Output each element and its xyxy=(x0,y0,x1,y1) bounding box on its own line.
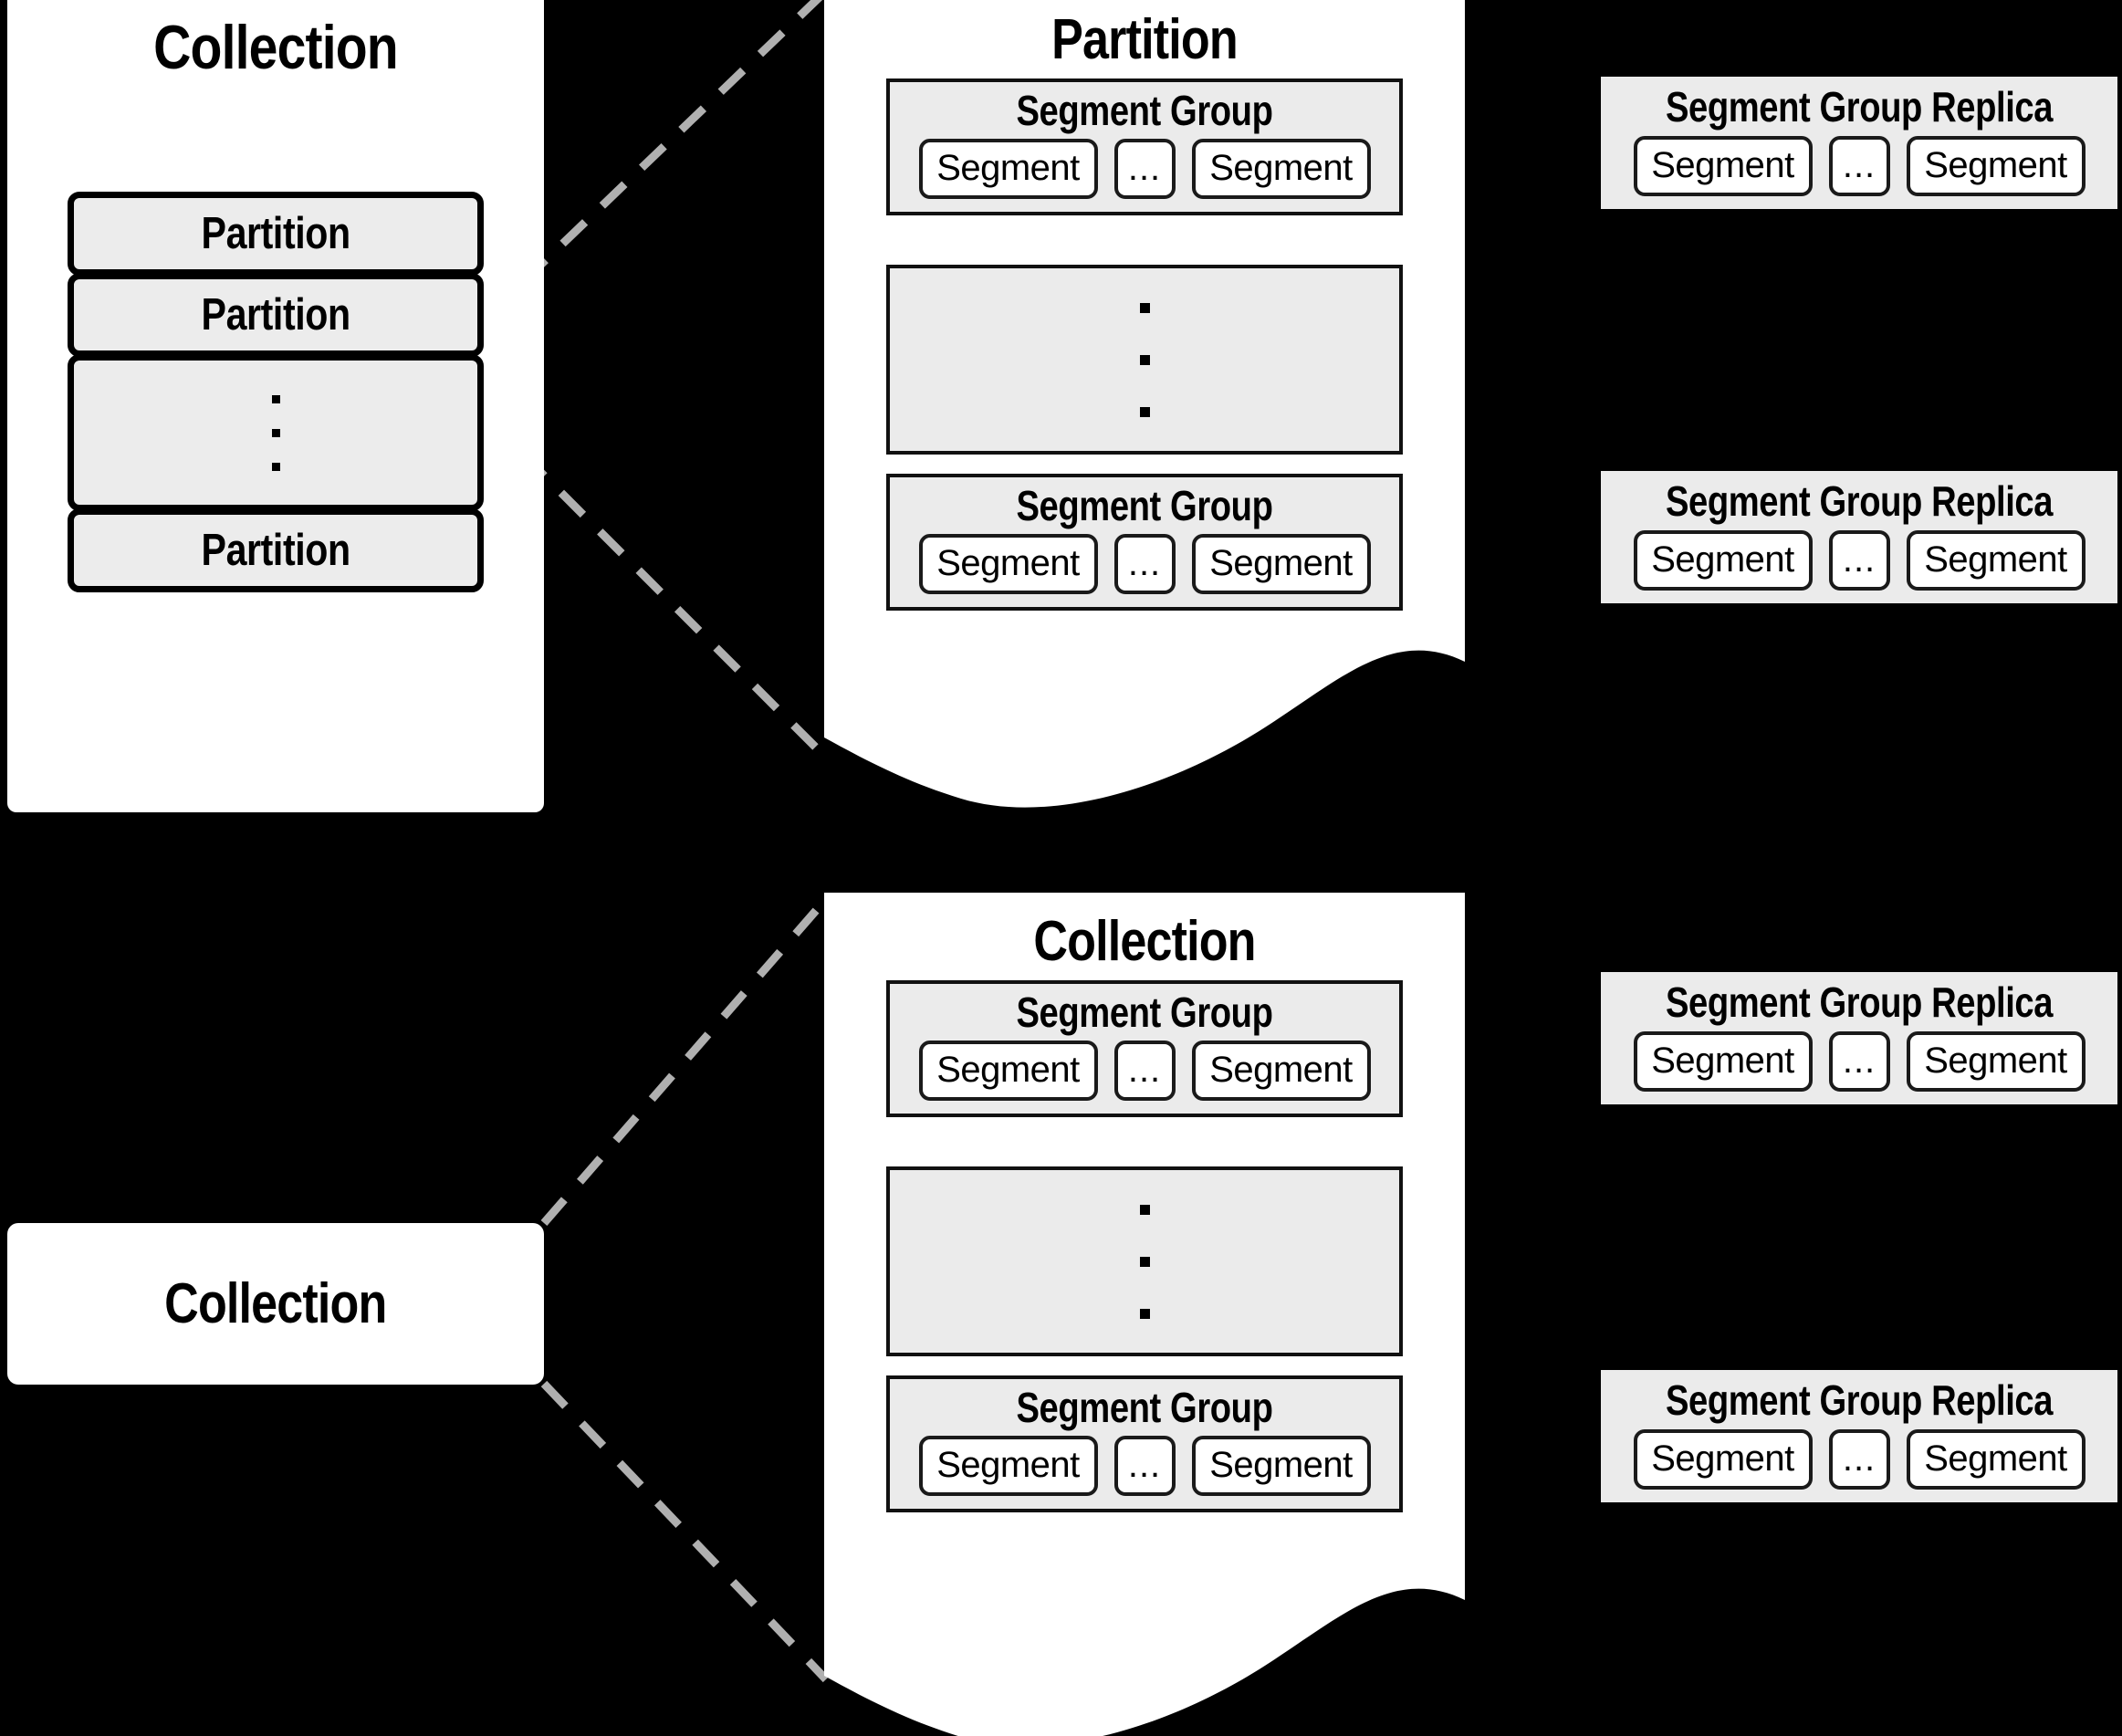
segment-box: Segment xyxy=(1633,1428,1813,1490)
segment-row: Segment ... Segment xyxy=(1601,1030,2117,1092)
segment-group-ellipsis xyxy=(886,265,1403,455)
segment-row: Segment ... Segment xyxy=(890,138,1399,199)
segment-group-replica-title: Segment Group Replica xyxy=(1665,83,2054,131)
partition-item[interactable]: Partition xyxy=(68,273,484,357)
segment-group-replica: Segment Group Replica Segment ... Segmen… xyxy=(1601,77,2117,209)
segment-group-replica-title: Segment Group Replica xyxy=(1665,978,2054,1026)
segment-box: Segment xyxy=(918,1040,1098,1101)
partition-item-label: Partition xyxy=(201,526,350,575)
collection-card-bottom: Collection xyxy=(7,1223,544,1385)
segment-group-title: Segment Group xyxy=(1016,87,1273,134)
partition-item-ellipsis xyxy=(68,354,484,511)
collection-card-top: Collection Partition Partition Partition xyxy=(7,0,544,812)
partition-list: Partition Partition Partition xyxy=(68,192,484,592)
vertical-ellipsis-icon xyxy=(1139,302,1150,417)
segment-row: Segment ... Segment xyxy=(890,533,1399,594)
partition-item[interactable]: Partition xyxy=(68,192,484,276)
partition-panel-content: Partition Segment Group Segment ... Segm… xyxy=(824,0,1465,812)
segment-row: Segment ... Segment xyxy=(1601,529,2117,591)
segment-box: Segment xyxy=(918,533,1098,594)
segment-group-replica-title: Segment Group Replica xyxy=(1665,1376,2054,1424)
segment-group-ellipsis xyxy=(886,1166,1403,1356)
vertical-ellipsis-icon xyxy=(271,394,280,471)
segment-ellipsis: ... xyxy=(1113,533,1176,594)
collection-panel-title: Collection xyxy=(1033,910,1256,973)
segment-box: Segment xyxy=(918,1435,1098,1496)
segment-ellipsis: ... xyxy=(1113,138,1176,199)
segment-group: Segment Group Segment ... Segment xyxy=(886,78,1403,215)
collection-card-bottom-title: Collection xyxy=(164,1272,387,1335)
collection-card-top-title: Collection xyxy=(153,13,399,82)
vertical-ellipsis-icon xyxy=(1139,1204,1150,1319)
segment-box: Segment xyxy=(1906,135,2085,196)
segment-group: Segment Group Segment ... Segment xyxy=(886,474,1403,611)
segment-box: Segment xyxy=(1906,529,2085,591)
segment-box: Segment xyxy=(1906,1428,2085,1490)
segment-box: Segment xyxy=(1191,1435,1371,1496)
segment-group: Segment Group Segment ... Segment xyxy=(886,980,1403,1117)
segment-group-title: Segment Group xyxy=(1016,988,1273,1036)
segment-row: Segment ... Segment xyxy=(890,1040,1399,1101)
segment-ellipsis: ... xyxy=(1828,529,1890,591)
segment-group-replica: Segment Group Replica Segment ... Segmen… xyxy=(1601,1370,2117,1502)
partition-panel-title: Partition xyxy=(1051,8,1239,71)
segment-ellipsis: ... xyxy=(1828,1030,1890,1092)
segment-box: Segment xyxy=(1191,1040,1371,1101)
segment-group-replica: Segment Group Replica Segment ... Segmen… xyxy=(1601,972,2117,1104)
segment-group-replica: Segment Group Replica Segment ... Segmen… xyxy=(1601,471,2117,603)
segment-row: Segment ... Segment xyxy=(890,1435,1399,1496)
segment-box: Segment xyxy=(1906,1030,2085,1092)
connector-collection-bottom xyxy=(540,1380,830,1683)
segment-group-replica-title: Segment Group Replica xyxy=(1665,477,2054,525)
segment-row: Segment ... Segment xyxy=(1601,1428,2117,1490)
segment-ellipsis: ... xyxy=(1828,135,1890,196)
segment-box: Segment xyxy=(1633,135,1813,196)
segment-group: Segment Group Segment ... Segment xyxy=(886,1375,1403,1512)
partition-item-label: Partition xyxy=(201,290,350,340)
partition-item[interactable]: Partition xyxy=(68,508,484,592)
collection-panel-content: Collection Segment Group Segment ... Seg… xyxy=(824,893,1465,1736)
segment-group-title: Segment Group xyxy=(1016,1384,1273,1431)
segment-box: Segment xyxy=(1191,138,1371,199)
connector-collection-top xyxy=(540,896,830,1226)
segment-ellipsis: ... xyxy=(1828,1428,1890,1490)
segment-ellipsis: ... xyxy=(1113,1435,1176,1496)
segment-box: Segment xyxy=(1191,533,1371,594)
segment-box: Segment xyxy=(1633,529,1813,591)
segment-group-title: Segment Group xyxy=(1016,482,1273,529)
segment-ellipsis: ... xyxy=(1113,1040,1176,1101)
segment-row: Segment ... Segment xyxy=(1601,135,2117,196)
partition-item-label: Partition xyxy=(201,209,350,258)
segment-box: Segment xyxy=(918,138,1098,199)
segment-box: Segment xyxy=(1633,1030,1813,1092)
